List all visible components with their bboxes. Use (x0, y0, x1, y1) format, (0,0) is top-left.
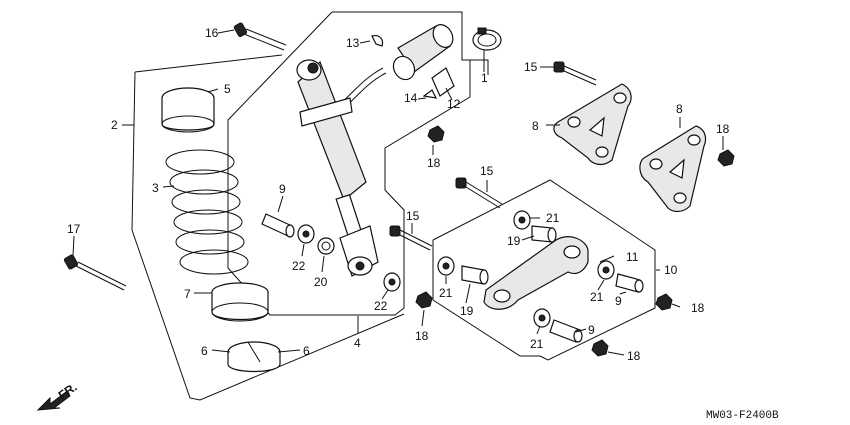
callout-20: 20 (314, 275, 328, 289)
callout-11: 11 (626, 250, 639, 264)
nut-18-a (427, 125, 445, 143)
bolt-15-lower (389, 225, 433, 251)
bolt-15-middle (455, 177, 503, 209)
callout-12: 12 (447, 97, 461, 111)
callout-15: 15 (524, 60, 538, 74)
callout-3: 3 (152, 181, 159, 195)
callout-15: 15 (406, 209, 420, 223)
callout-21: 21 (590, 290, 604, 304)
bearing-21-right (597, 260, 615, 280)
nut-18-c (717, 149, 735, 167)
callout-4: 4 (354, 336, 361, 350)
collar-9-upper (261, 213, 295, 238)
callout-6: 6 (201, 344, 208, 358)
clip-14 (422, 89, 438, 99)
callout-13: 13 (346, 36, 360, 50)
spring-seat-5 (161, 87, 215, 133)
callout-15: 15 (480, 164, 494, 178)
callout-labels: 16 13 1 15 14 12 5 2 3 18 8 8 18 9 15 17… (67, 26, 730, 363)
bearing-22-right (383, 272, 401, 292)
callout-19: 19 (507, 234, 521, 248)
callout-2: 2 (111, 118, 118, 132)
collar-19-top (531, 225, 557, 243)
callout-9: 9 (279, 182, 286, 196)
front-direction-arrow (36, 391, 71, 411)
callout-21: 21 (530, 337, 544, 351)
callout-18: 18 (415, 329, 429, 343)
callout-16: 16 (205, 26, 219, 40)
callout-7: 7 (184, 287, 191, 301)
spring-3 (165, 149, 249, 275)
plate-8-left (553, 83, 632, 166)
nut-18-b (415, 291, 433, 309)
seal-13 (371, 35, 384, 47)
bushing-20 (317, 237, 335, 255)
callout-18: 18 (427, 156, 441, 170)
bearing-21-top (513, 210, 531, 230)
collar-9-bottom (549, 319, 583, 343)
bolt-15-top-right (553, 61, 597, 86)
callout-9: 9 (588, 323, 595, 337)
collar-19-left (461, 265, 489, 285)
callout-5: 5 (224, 82, 231, 96)
hose-clamp-1 (472, 27, 502, 51)
callout-22: 22 (374, 299, 388, 313)
callout-6: 6 (303, 344, 310, 358)
callout-8: 8 (532, 119, 539, 133)
group-outline-shock-assembly (131, 11, 489, 401)
stopper-6 (227, 341, 281, 373)
bolt-17 (63, 254, 127, 291)
callout-18: 18 (691, 301, 705, 315)
shock-absorber (296, 59, 379, 277)
callout-10: 10 (664, 263, 678, 277)
collar-9-right (615, 273, 644, 293)
leader-lines (72, 29, 724, 356)
callout-9: 9 (615, 294, 622, 308)
bearing-21-left (437, 256, 455, 276)
spring-seat-7 (211, 282, 269, 322)
callout-19: 19 (460, 304, 474, 318)
callout-14: 14 (404, 91, 418, 105)
bearing-21-bottom (533, 308, 551, 328)
band-12 (431, 67, 455, 97)
callout-17: 17 (67, 222, 81, 236)
diagram-code: MW03-F2400B (706, 410, 779, 422)
callout-18: 18 (627, 349, 641, 363)
bolt-16 (233, 22, 287, 51)
callout-21: 21 (546, 211, 560, 225)
group-outline-linkage (432, 179, 656, 361)
callout-8: 8 (676, 102, 683, 116)
callout-22: 22 (292, 259, 306, 273)
nut-18-e (591, 339, 609, 357)
bearing-22-left (297, 224, 315, 244)
callout-1: 1 (481, 71, 488, 85)
callout-18: 18 (716, 122, 730, 136)
nut-18-d (655, 293, 673, 311)
plate-8-right (639, 125, 707, 213)
callout-21: 21 (439, 286, 453, 300)
link-arm-11 (483, 236, 589, 310)
